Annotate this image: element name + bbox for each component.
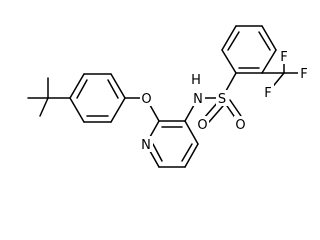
chemical-structure-diagram: O N H S O O N F F F bbox=[27, 25, 310, 168]
amine-n-background bbox=[191, 90, 205, 106]
sulfonyl-oxygen-right-background bbox=[234, 116, 247, 132]
fluorine-top-label: F bbox=[280, 50, 287, 65]
bond-pyridine-double-3 bbox=[152, 143, 163, 162]
fluorine-right-label: F bbox=[300, 67, 307, 82]
bond-aryl-double-2 bbox=[258, 31, 271, 51]
bond-sulfur-oxygen-left-b bbox=[208, 105, 224, 123]
fluorine-top-background bbox=[278, 48, 290, 64]
sulfur-label: S bbox=[218, 92, 226, 107]
bond-layer bbox=[27, 25, 301, 168]
bond-tbutyl-methyl-bottom bbox=[39, 97, 49, 117]
pyridine-nitrogen-background bbox=[139, 136, 153, 152]
bond-pyridine-double-2 bbox=[181, 143, 193, 162]
oxygen-ether-label: O bbox=[141, 92, 151, 107]
atom-label-layer: O N H S O O N F F F bbox=[139, 48, 310, 153]
amine-h-background bbox=[190, 72, 202, 87]
bond-sulfur-oxygen-left-a bbox=[203, 101, 219, 119]
sulfur-background bbox=[216, 90, 228, 106]
bond-aryl-4 bbox=[261, 25, 277, 51]
bond-pyridine-2 bbox=[184, 120, 199, 145]
sulfonyl-oxygen-right-label: O bbox=[235, 118, 245, 133]
bond-aryl-1 bbox=[221, 49, 237, 74]
bond-aryl-5 bbox=[261, 49, 277, 74]
bond-phenyl-1 bbox=[69, 73, 85, 99]
bond-sulfur-oxygen-right-b bbox=[229, 99, 242, 117]
fluorine-right-background bbox=[298, 65, 310, 81]
amine-n-label: N bbox=[193, 92, 203, 107]
sulfonyl-oxygen-left-background bbox=[196, 116, 209, 132]
amine-h-label: H bbox=[191, 73, 201, 88]
bond-phenyl-3 bbox=[110, 73, 126, 99]
bond-pyridine-3 bbox=[184, 143, 199, 168]
fluorine-bottom-label: F bbox=[264, 86, 271, 101]
fluorine-bottom-background bbox=[262, 84, 274, 100]
bond-aryl-double-1 bbox=[227, 31, 240, 51]
sulfonyl-oxygen-left-label: O bbox=[197, 118, 207, 133]
bond-phenyl-6 bbox=[69, 97, 85, 123]
bond-phenyl-double-2 bbox=[107, 79, 119, 99]
pyridine-nitrogen-label: N bbox=[141, 138, 151, 153]
bond-phenyl-double-1 bbox=[76, 79, 88, 99]
bond-aryl-2 bbox=[221, 25, 237, 51]
bond-phenyl-4 bbox=[110, 97, 126, 123]
oxygen-ether-background bbox=[140, 90, 153, 106]
